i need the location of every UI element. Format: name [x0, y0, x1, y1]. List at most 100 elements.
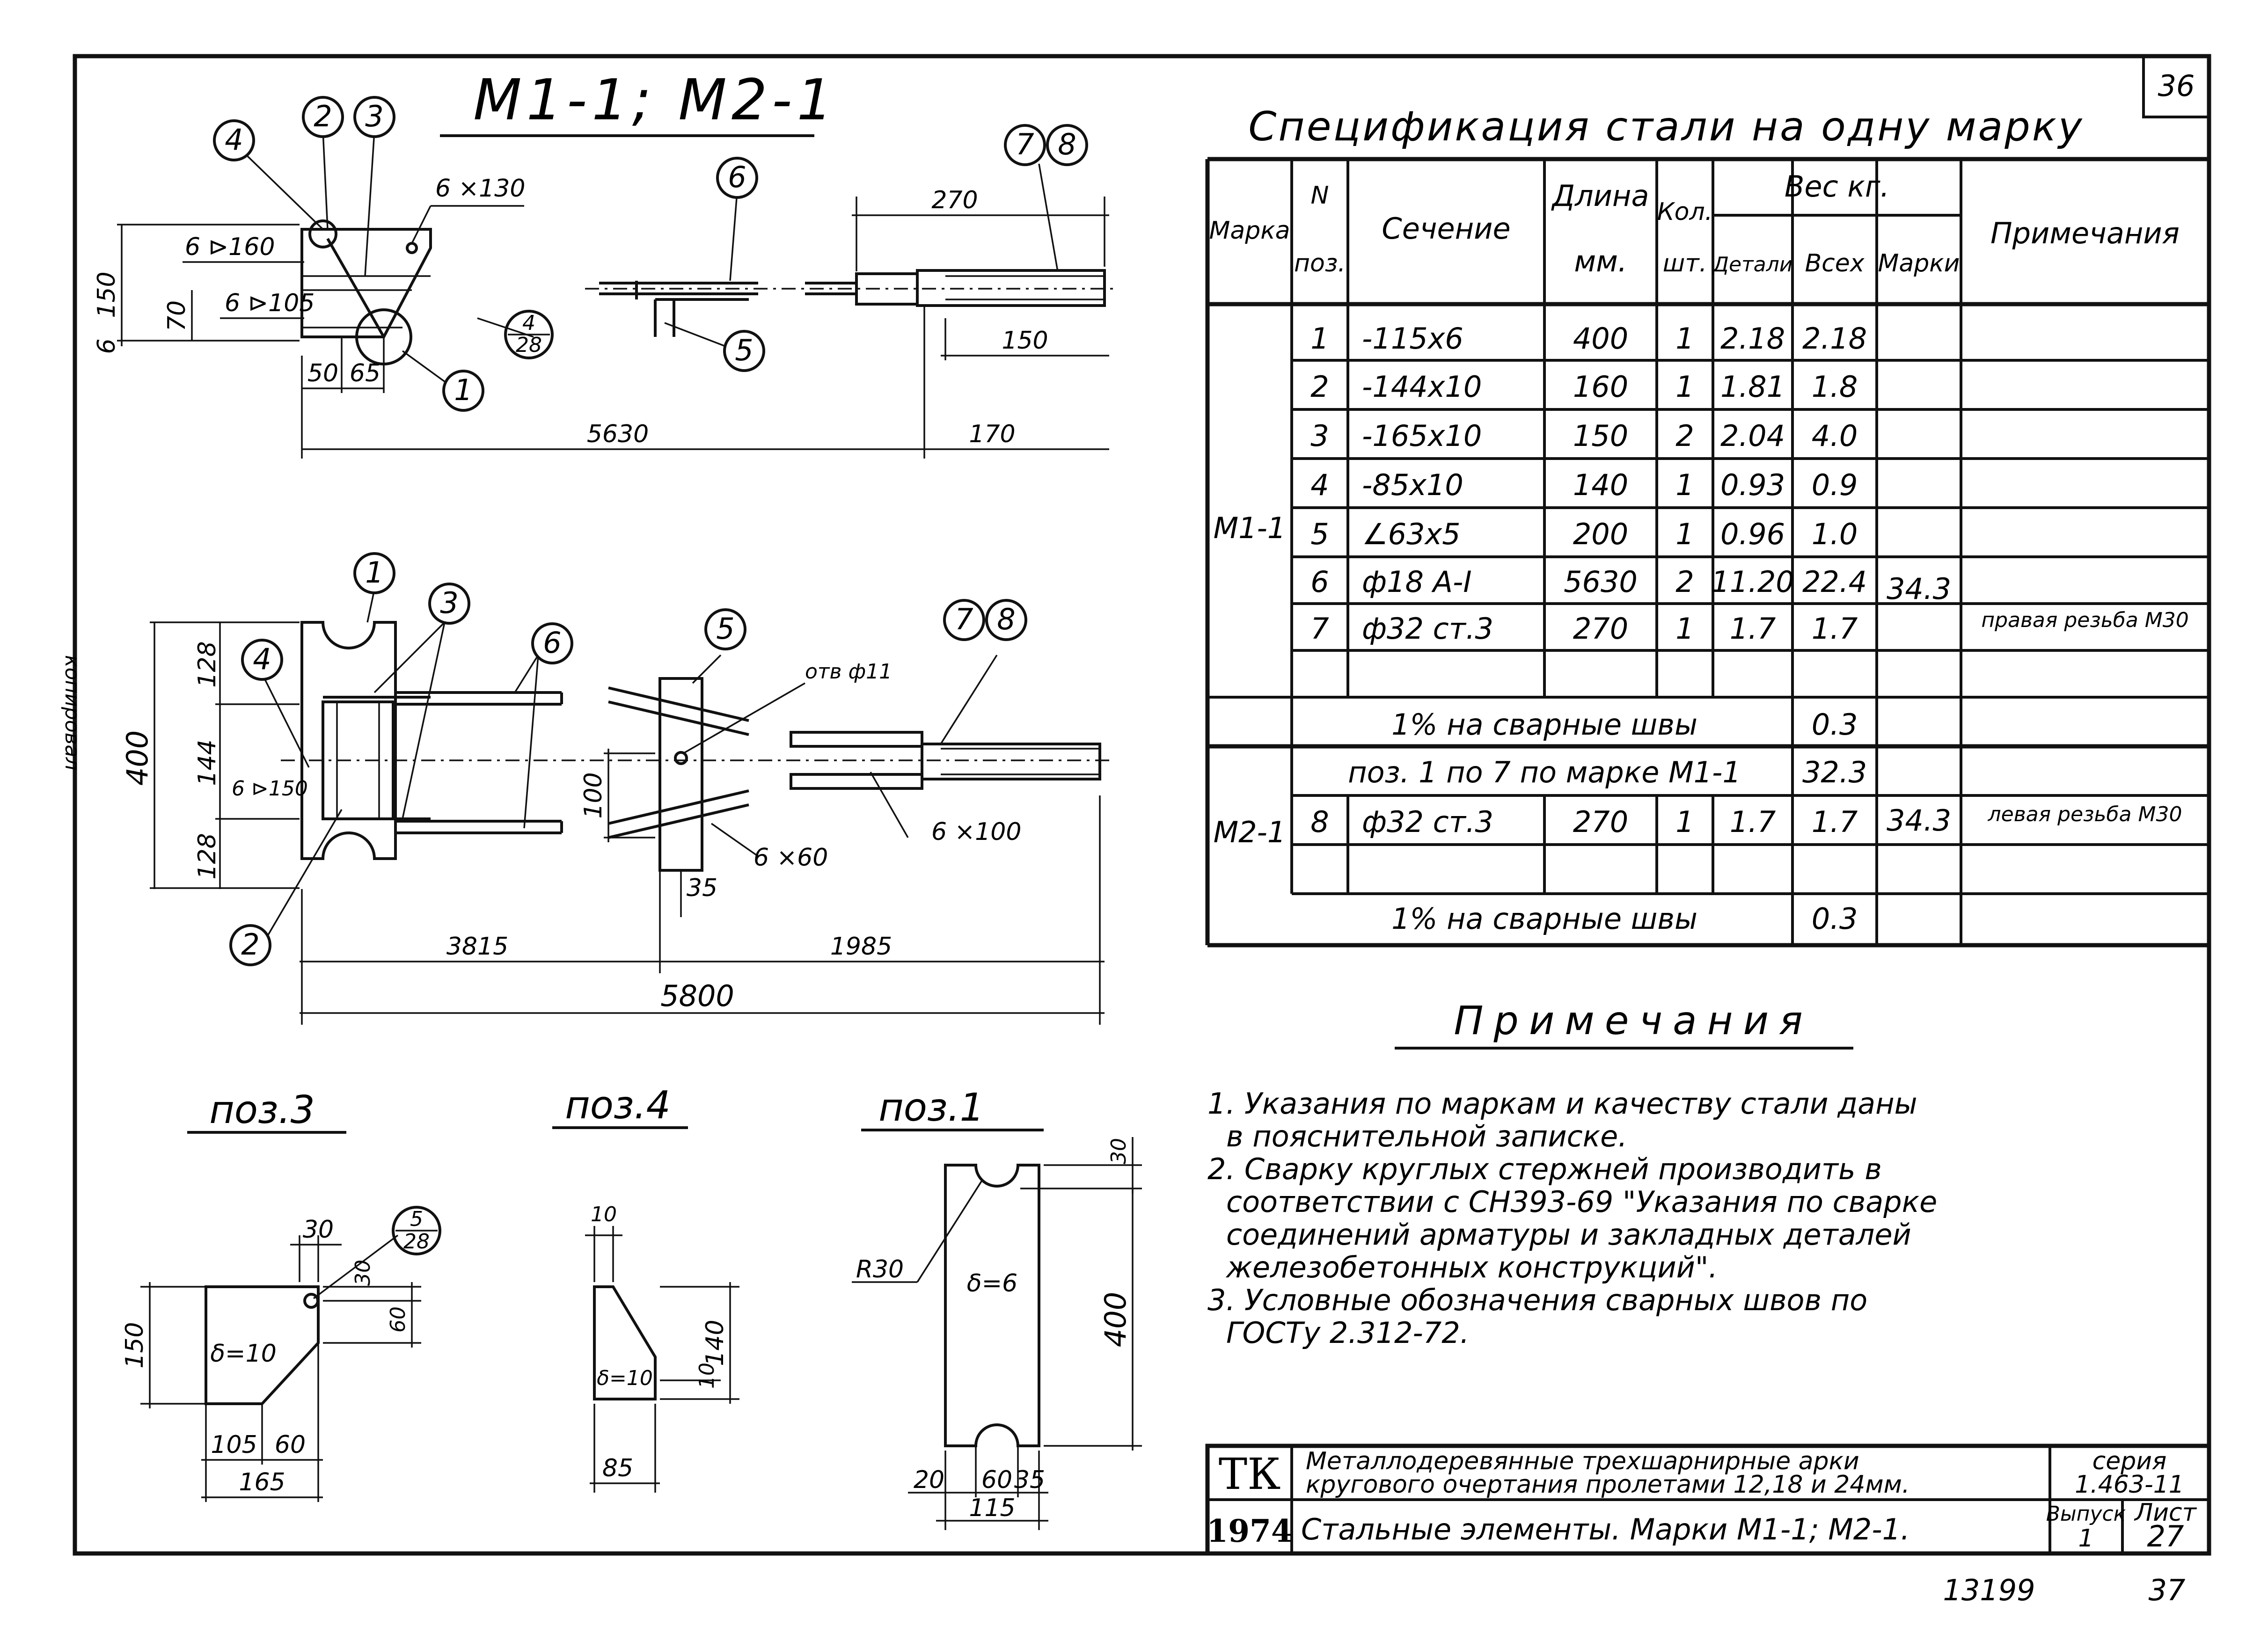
spec-table: Спецификация стали на одну марку [1205, 103, 2209, 948]
m1-row-3: 3 -165х10 150 2 2.04 4.0 [1310, 419, 1858, 453]
hdr-qty: Кол. [1657, 198, 1713, 226]
cell-section: -115х6 [1362, 321, 1463, 356]
pos3-thick: δ=10 [210, 1340, 277, 1368]
hdr-w-detail: Детали [1712, 253, 1793, 277]
cell-section: -165х10 [1362, 419, 1482, 453]
notes-title: Примечания [1454, 998, 1813, 1043]
cell-section: ф32 ст.3 [1362, 612, 1493, 646]
callout-7: 7 [1016, 127, 1034, 161]
note-3-line-1: 3. Условные обозначения сварных швов по [1207, 1283, 1867, 1317]
side-stamp: копировал [60, 655, 84, 771]
m2-mark: М2-1 [1214, 815, 1286, 849]
tb-issue-label: Выпуск [2046, 1502, 2126, 1526]
note-2-line-1: 2. Сварку круглых стержней производить в [1207, 1152, 1882, 1186]
plan-callout-4: 4 [253, 642, 271, 676]
corner-number-box [2142, 55, 2210, 118]
weld-160: 6 ⊳160 [185, 233, 275, 261]
pos3-plate [205, 1285, 320, 1405]
tb-sheet-title: Стальные элементы. Марки М1-1; М2-1. [1301, 1512, 1910, 1546]
callout-2: 2 [314, 99, 332, 133]
cell-qty: 1 [1675, 612, 1694, 646]
dim-150: 150 [93, 271, 121, 318]
cell-pos: 8 [1310, 805, 1329, 839]
dim-70: 70 [163, 300, 191, 331]
bottom-number-right: 37 [2149, 1573, 2186, 1607]
cell-pos: 6 [1310, 565, 1329, 599]
tb-project-line1: Металлодеревянные трехшарнирные арки [1306, 1447, 1859, 1475]
callout-4: 4 [225, 123, 243, 157]
plan-dim-1985: 1985 [830, 933, 892, 961]
pos4-dim-140: 140 [701, 1320, 729, 1366]
cell-w-detail: 2.04 [1720, 419, 1785, 453]
cell-w-all: 22.4 [1802, 565, 1867, 599]
title-block: ТК 1974 Металлодеревянные трехшарнирные … [1205, 1444, 2211, 1556]
cell-w-detail: 11.20 [1711, 565, 1794, 599]
m1-row-7: 7 ф32 ст.3 270 1 1.7 1.7 правая резьба М… [1310, 608, 2188, 646]
dim-270: 270 [931, 186, 978, 214]
m1-row-2: 2 -144х10 160 1 1.81 1.8 [1310, 370, 1858, 404]
weld-105: 6 ⊳105 [225, 289, 315, 317]
cell-qty: 2 [1675, 565, 1694, 599]
cell-section: ф18 А-I [1362, 565, 1472, 599]
note-2-line-2: соответствии с СН393-69 "Указания по сва… [1226, 1185, 1937, 1219]
pos4-plate [593, 1285, 657, 1400]
tb-sheet-value: 27 [2147, 1519, 2184, 1553]
cell-section: ∠63х5 [1362, 517, 1461, 551]
cell-length: 270 [1573, 612, 1628, 646]
callout-1: 1 [454, 373, 472, 407]
pos1-dim-30: 30 [1107, 1138, 1131, 1164]
m1-row-5: 5 ∠63х5 200 1 0.96 1.0 [1310, 517, 1858, 551]
pos4-thick: δ=10 [597, 1366, 653, 1390]
pos3-dim-60: 60 [275, 1431, 306, 1459]
cell-w-all: 1.0 [1812, 517, 1858, 551]
pos1-thick: δ=6 [967, 1269, 1017, 1298]
pos3-dim-60b: 60 [386, 1306, 410, 1333]
dim-65: 65 [350, 359, 380, 387]
plan-callout-3: 3 [440, 586, 458, 620]
section-ref-num: 4 [522, 311, 535, 335]
m1-welds-value: 0.3 [1812, 707, 1858, 742]
cell-w-detail: 0.96 [1720, 517, 1785, 551]
m2-ref-value: 32.3 [1802, 755, 1867, 789]
cell-note: правая резьба М30 [1981, 608, 2188, 632]
section-ref-den: 28 [516, 333, 542, 357]
plan-dim-144: 144 [193, 739, 221, 786]
hdr-length-unit: мм. [1574, 244, 1627, 278]
plan-dim-100: 100 [579, 772, 607, 818]
pos4-dim-85: 85 [602, 1454, 633, 1482]
cell-w-detail: 0.93 [1720, 468, 1785, 502]
cell-note: левая резьба М30 [1988, 802, 2182, 826]
pos1-dim-60: 60 [981, 1466, 1012, 1494]
cell-pos: 5 [1310, 517, 1329, 551]
plan-callout-2: 2 [241, 927, 259, 962]
plan-end-plate [300, 621, 397, 860]
cell-qty: 1 [1675, 805, 1694, 839]
hdr-w-mark: Марки [1878, 249, 1960, 277]
plan-weld-60: 6 ⨯60 [754, 844, 828, 872]
callout-8: 8 [1058, 127, 1076, 161]
m2-welds-label: 1% на сварные швы [1391, 902, 1697, 936]
cell-w-detail: 1.7 [1730, 612, 1776, 646]
pos3-dim-30b: 30 [351, 1260, 375, 1286]
plan-dim-3815: 3815 [446, 933, 508, 961]
detail-pos4: поз.4 δ=10 10 140 10 85 [552, 1083, 739, 1493]
plan-callout-1: 1 [365, 555, 383, 590]
cell-section: ф32 ст.3 [1362, 805, 1493, 839]
plan-dim-5800: 5800 [660, 979, 734, 1013]
pos1-title: поз.1 [878, 1086, 984, 1130]
pos4-title: поз.4 [565, 1083, 671, 1128]
hdr-mark: Марка [1209, 217, 1290, 245]
tb-series-value: 1.463-11 [2075, 1471, 2184, 1499]
cell-length: 5630 [1564, 565, 1638, 599]
pos3-title: поз.3 [209, 1088, 315, 1132]
cell-length: 140 [1573, 468, 1628, 502]
callout-3: 3 [365, 99, 383, 133]
pos1-plate [944, 1164, 1040, 1447]
pos1-dim-r30: R30 [856, 1255, 904, 1283]
cell-length: 270 [1573, 805, 1628, 839]
note-3-line-2: ГОСТу 2.312-72. [1226, 1316, 1469, 1350]
detail-pos1: поз.1 δ=6 30 400 R30 20 60 35 115 [852, 1086, 1142, 1530]
plan-callout-5: 5 [716, 612, 734, 646]
dim-150b: 150 [1002, 327, 1048, 355]
m2-welds-value: 0.3 [1812, 902, 1858, 936]
